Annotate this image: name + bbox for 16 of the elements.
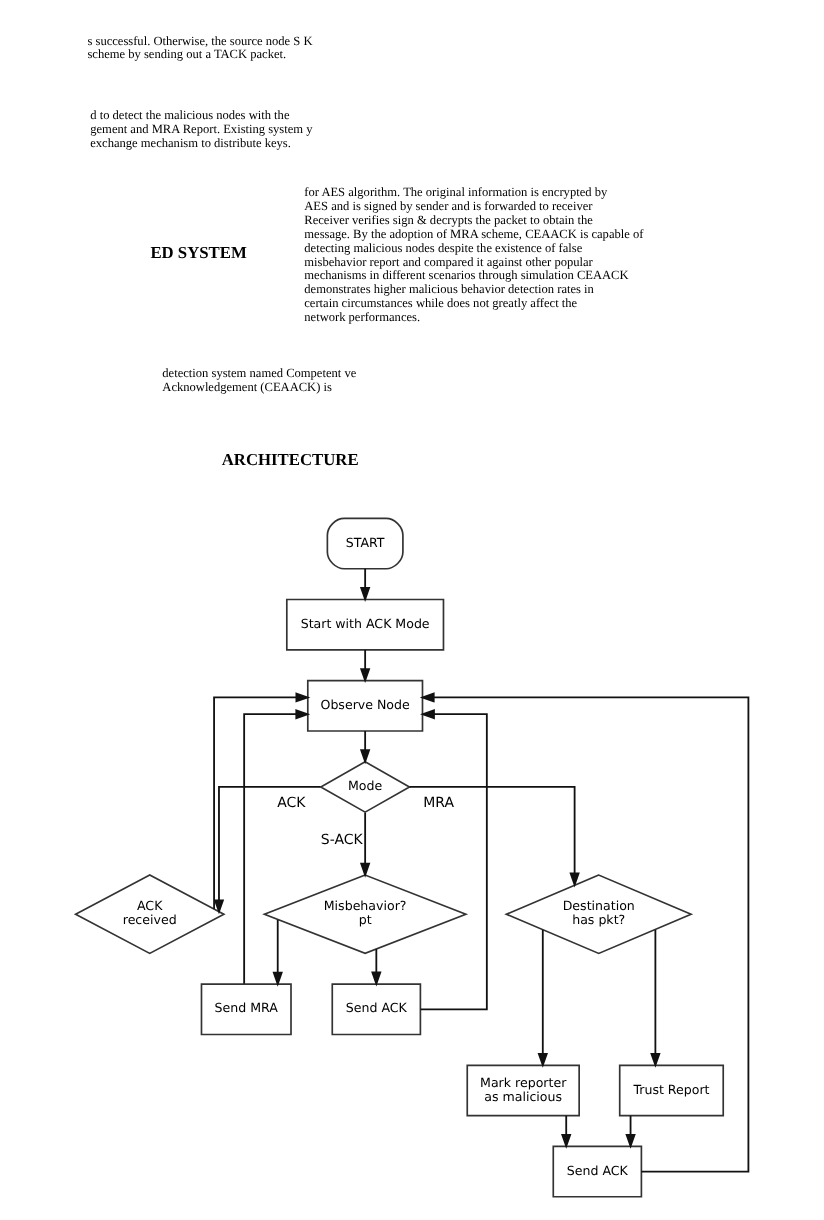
arrow <box>419 709 488 1011</box>
arrow <box>625 1114 636 1149</box>
arrow <box>408 786 580 888</box>
arrow <box>359 730 371 765</box>
arrow <box>650 928 661 1068</box>
arrow <box>213 786 322 915</box>
arrow <box>371 948 382 987</box>
arrow <box>359 811 371 878</box>
arrow <box>272 919 283 987</box>
arrow <box>359 649 371 684</box>
arrow <box>359 567 371 602</box>
arrow <box>419 692 750 1173</box>
arrow <box>243 709 311 985</box>
arrow <box>537 928 548 1068</box>
arrow <box>213 692 311 910</box>
arrow <box>561 1114 572 1149</box>
